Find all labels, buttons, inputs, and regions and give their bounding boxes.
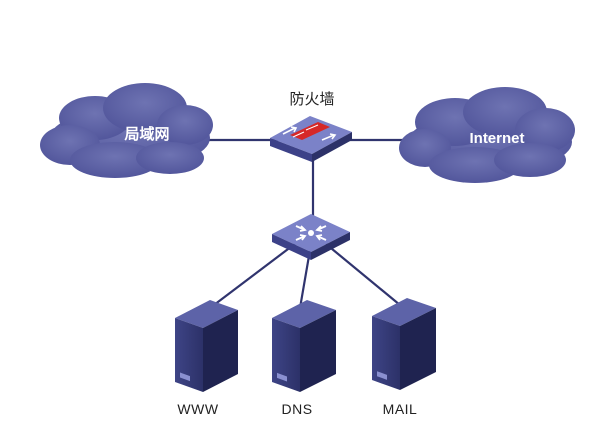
lan-label: 局域网 [123,125,169,143]
cloud-icon [40,83,213,178]
link-switch-www [209,239,301,309]
firewall-icon [270,116,352,162]
server-mail-label: MAIL [383,401,418,417]
cloud-icon [399,87,575,183]
server-icon [372,298,436,390]
lan-cloud: 局域网 [40,83,213,178]
switch-icon [272,214,350,260]
server-dns-label: DNS [281,401,312,417]
link-switch-mail [325,243,401,306]
server-icon [175,300,238,392]
server-www-label: WWW [177,401,218,417]
firewall-label: 防火墙 [289,90,334,108]
server-dns: DNS [272,300,336,417]
internet-cloud: Internet [399,87,575,183]
server-www: WWW [175,300,238,417]
server-mail: MAIL [372,298,436,417]
firewall-node: 防火墙 [270,90,352,162]
server-icon [272,300,336,392]
link-switch-dns [298,249,312,309]
switch-node [272,214,350,260]
internet-label: Internet [469,130,524,147]
